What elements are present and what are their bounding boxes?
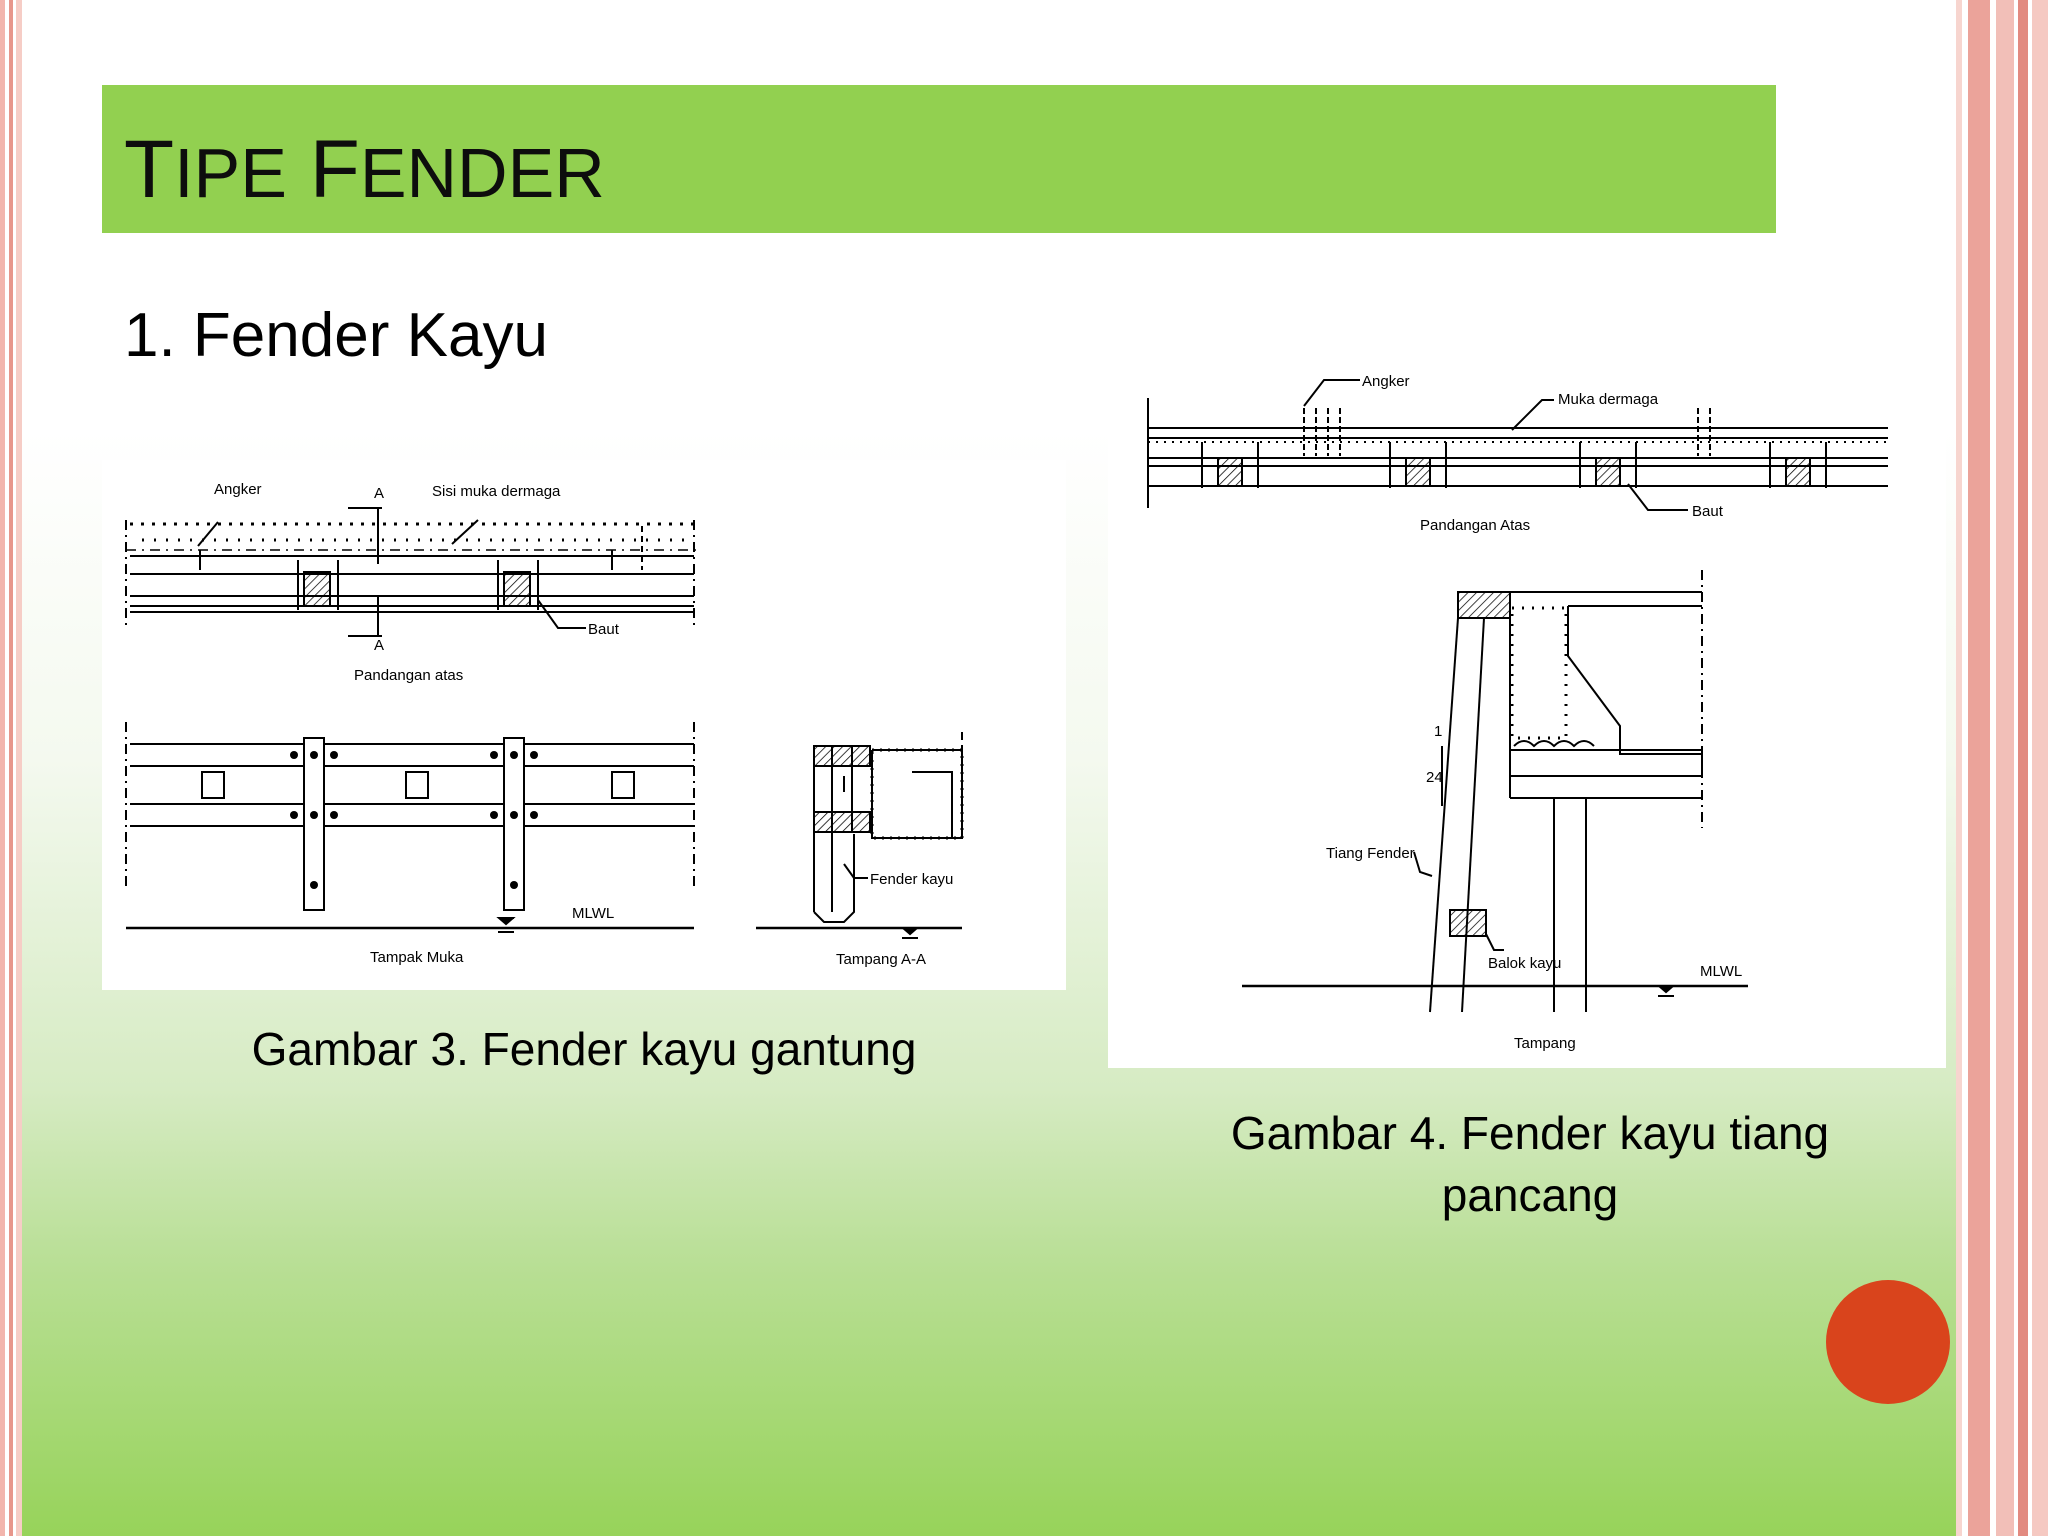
label-sisi-muka: Sisi muka dermaga xyxy=(432,483,561,500)
section-view xyxy=(1242,570,1748,1013)
label-tampang: Tampang xyxy=(1514,1035,1576,1052)
label-mlwl: MLWL xyxy=(1700,963,1742,980)
slide-title: TIPE FENDER xyxy=(124,125,605,218)
figure-fender-kayu-gantung: Angker A Sisi muka dermaga Baut A Pandan… xyxy=(102,460,1066,990)
label-fender-kayu: Fender kayu xyxy=(870,871,953,888)
fender-tiang-pancang-drawing: Angker Muka dermaga Baut Pandangan Atas … xyxy=(1147,373,1888,1052)
right-border-decoration xyxy=(1956,0,2048,1536)
label-balok-kayu: Balok kayu xyxy=(1488,955,1561,972)
section-heading: 1. Fender Kayu xyxy=(124,301,548,370)
bolt-dots xyxy=(290,751,538,889)
label-angker: Angker xyxy=(1362,373,1410,390)
figure4-caption: Gambar 4. Fender kayu tiang pancang xyxy=(1230,1107,1830,1221)
label-mlwl: MLWL xyxy=(572,905,614,922)
label-angker: Angker xyxy=(214,481,262,498)
title-band: TIPE FENDER xyxy=(102,85,1776,233)
label-tiang-fender: Tiang Fender xyxy=(1326,845,1415,862)
plan-view xyxy=(1147,379,1888,511)
section-view xyxy=(756,732,964,939)
title-cap-1: T xyxy=(124,124,175,215)
label-section-a-bottom: A xyxy=(374,637,384,654)
title-rest-1: IPE xyxy=(174,134,287,212)
figure3-caption: Gambar 3. Fender kayu gantung xyxy=(251,1023,917,1075)
left-border-decoration xyxy=(0,0,22,1536)
label-tampak-muka: Tampak Muka xyxy=(370,949,464,966)
title-cap-2: F xyxy=(309,124,360,215)
label-baut: Baut xyxy=(588,621,620,638)
accent-circle xyxy=(1826,1280,1950,1404)
figure-fender-kayu-tiang-pancang: Angker Muka dermaga Baut Pandangan Atas … xyxy=(1108,358,1946,1068)
plan-view xyxy=(125,507,698,637)
label-muka-dermaga: Muka dermaga xyxy=(1558,391,1659,408)
front-view xyxy=(125,722,695,933)
label-section-a-top: A xyxy=(374,485,384,502)
label-baut: Baut xyxy=(1692,503,1724,520)
label-tampang: Tampang A-A xyxy=(836,951,926,968)
label-slope-1: 1 xyxy=(1434,723,1442,740)
fender-gantung-drawing: Angker A Sisi muka dermaga Baut A Pandan… xyxy=(125,481,964,968)
title-rest-2: ENDER xyxy=(359,134,605,212)
label-pandangan-atas: Pandangan Atas xyxy=(1420,517,1530,534)
label-pandangan-atas: Pandangan atas xyxy=(354,667,463,684)
label-slope-24: 24 xyxy=(1426,769,1443,786)
